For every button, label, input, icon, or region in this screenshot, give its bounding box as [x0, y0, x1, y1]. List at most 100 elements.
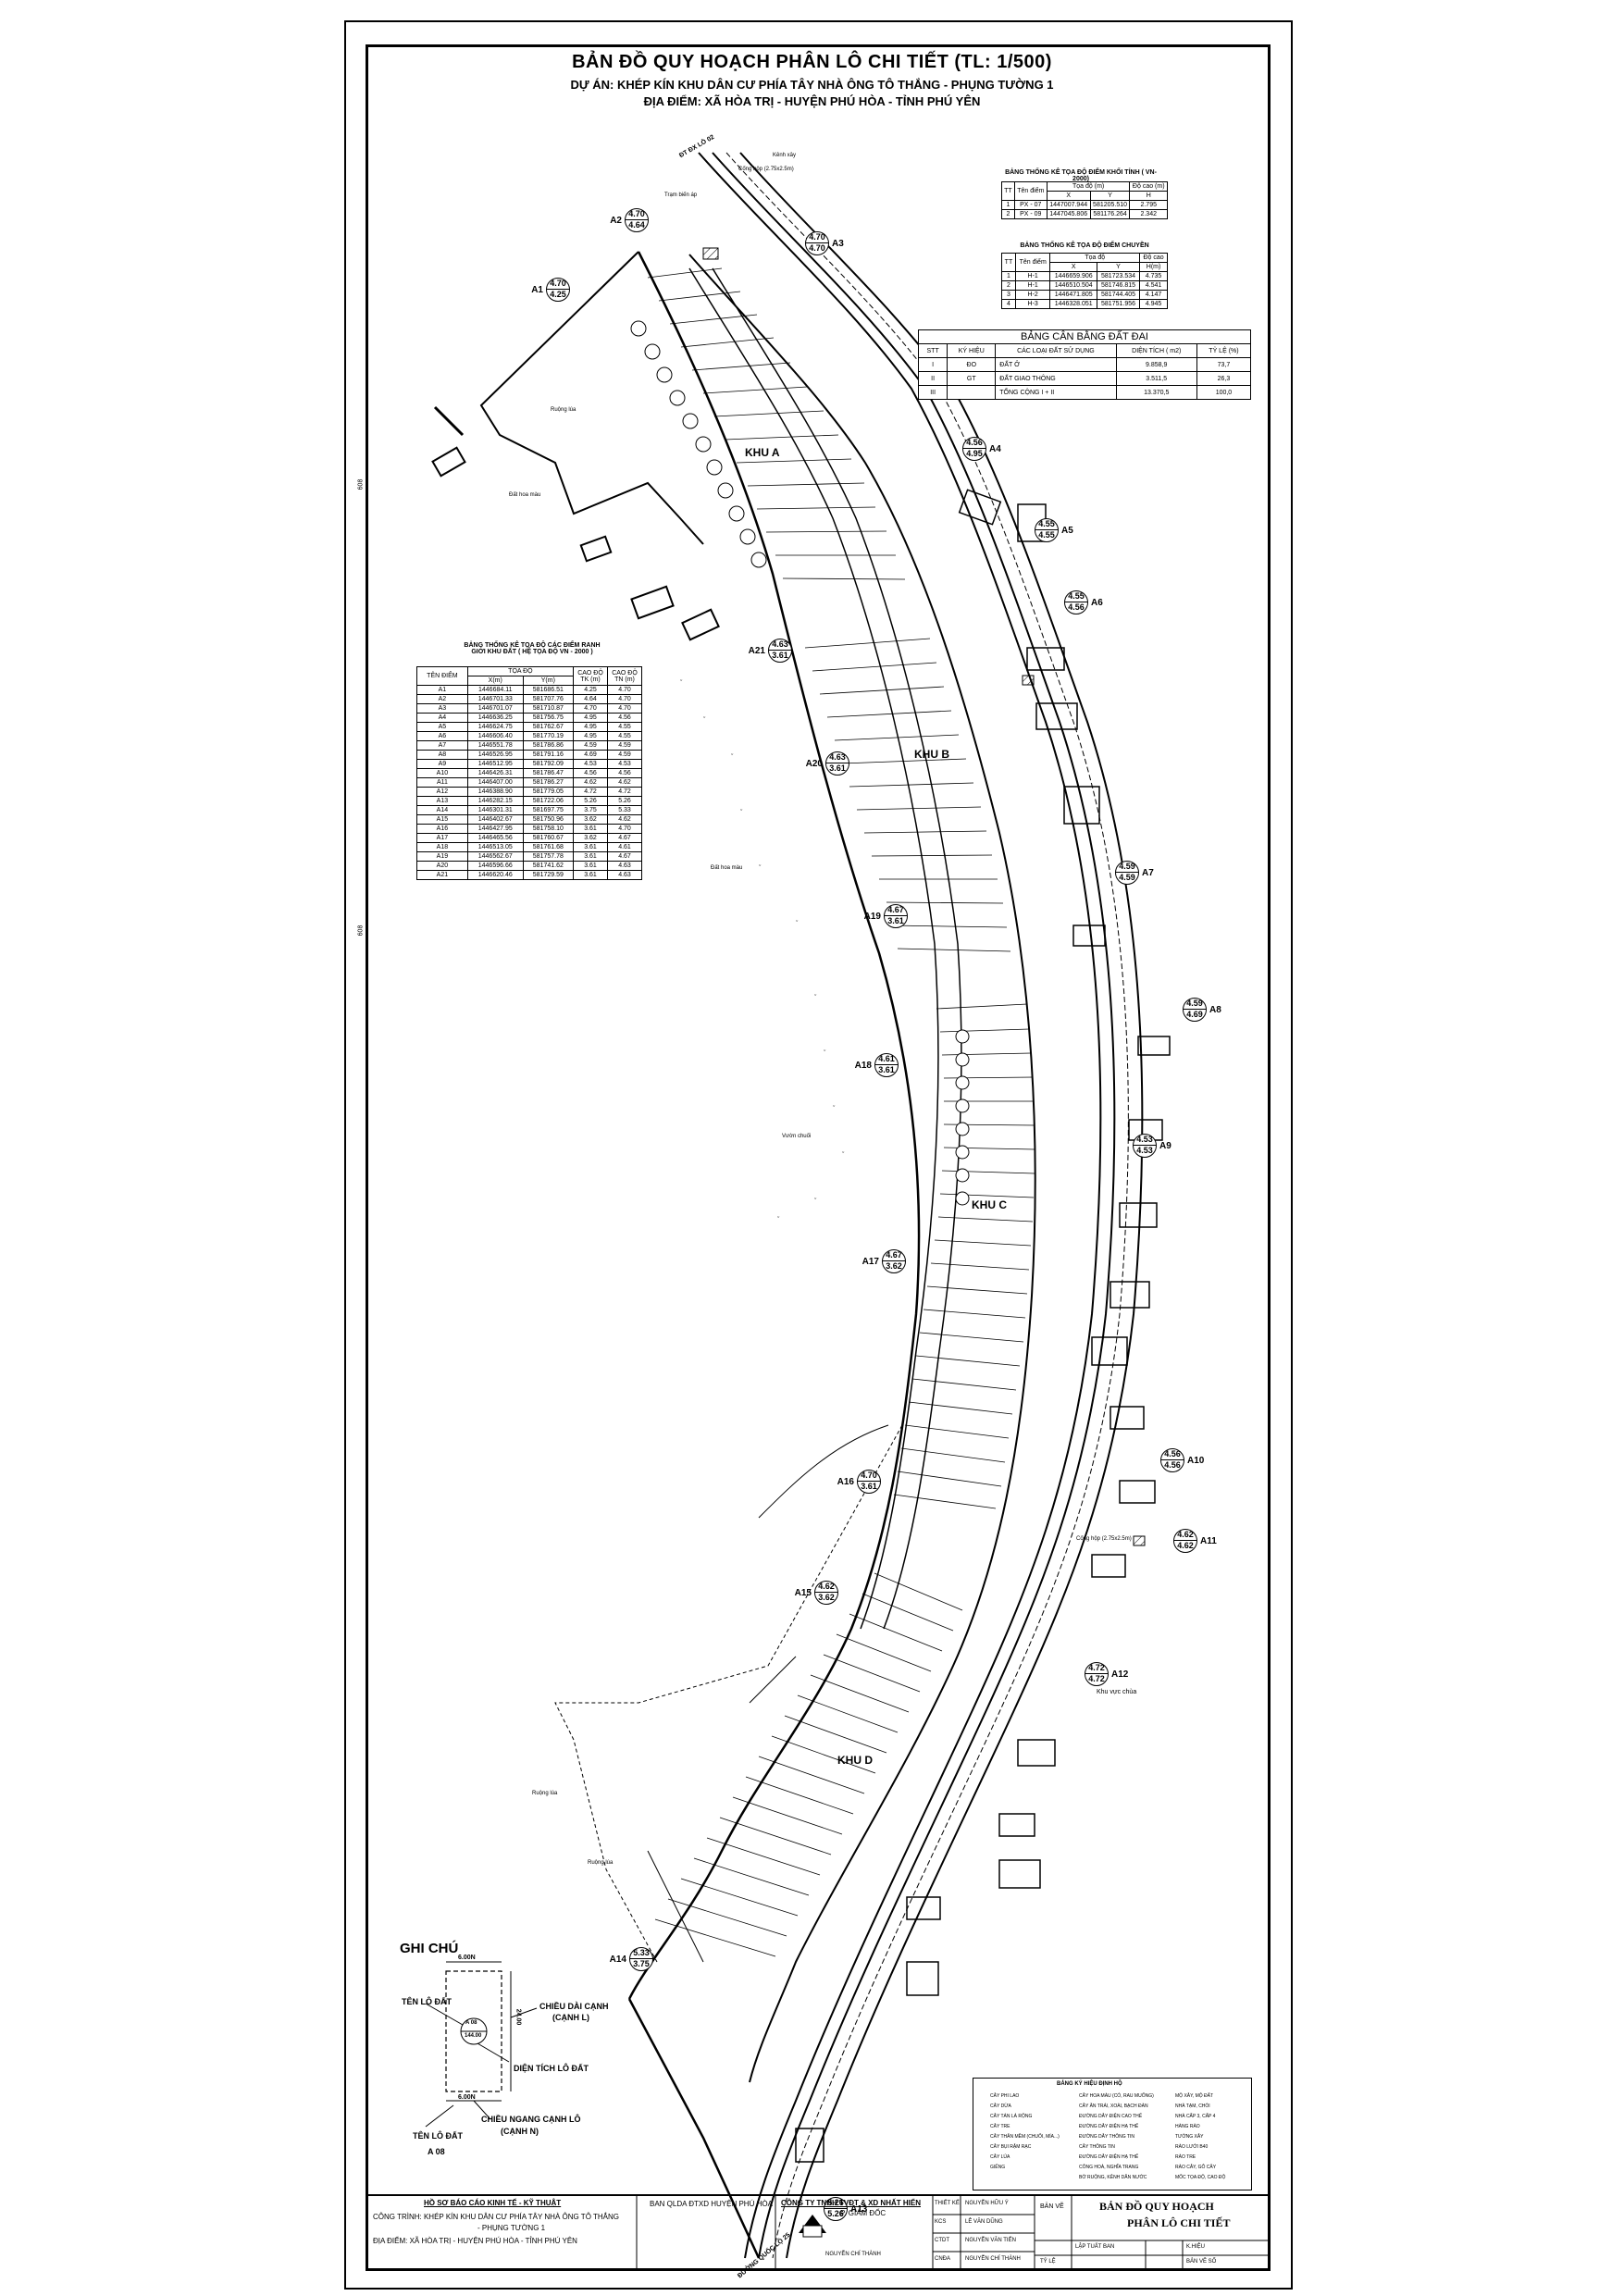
th-name: Tên điểm: [1013, 181, 1048, 201]
table-cell: 581791.16: [522, 750, 575, 760]
table-cell: 581761.68: [522, 842, 575, 852]
point-top-elev: 4.63: [826, 752, 849, 763]
point-top-elev: 4.62: [1174, 1530, 1196, 1541]
svg-text:ˇ: ˇ: [796, 921, 799, 927]
legend-short-side: CHIỀU NGANG CẠNH LÔ: [481, 2115, 581, 2124]
symbol-item: BỜ RUỘNG, KÊNH DẪN NƯỚC: [1079, 2175, 1147, 2180]
legend-sample-side: 24.00: [514, 2008, 522, 2026]
table-cell: 4.541: [1139, 280, 1168, 291]
point-bottom-elev: 4.64: [628, 220, 645, 230]
table-cell: 581786.47: [522, 768, 575, 778]
coord-table: TÊN ĐIỂM TỌA ĐỘ CAO ĐỘ TK (m) CAO ĐỘ TN …: [416, 666, 642, 880]
table-cell: 1447045.806: [1046, 209, 1091, 219]
symbol-item: MỐC TỌA ĐỘ, CAO ĐỘ: [1175, 2175, 1226, 2180]
lot-lines-khu-b: [804, 638, 1011, 952]
main-road: [698, 152, 1144, 2259]
zone-label-a: KHU A: [745, 446, 780, 459]
point-id-label: A2: [610, 216, 622, 226]
table-cell: 1446282.15: [466, 796, 524, 806]
coord-th-xy: TỌA ĐỘ: [466, 666, 575, 676]
table-cell: 581760.67: [522, 833, 575, 843]
table-cell: 4.72: [607, 787, 642, 797]
table-cell: 2: [1001, 209, 1015, 219]
th-x2: X: [1049, 262, 1097, 272]
zone-label-b: KHU B: [914, 748, 949, 761]
east-houses: [795, 489, 1171, 2163]
table-cell: 4.55: [607, 731, 642, 741]
coord-table-caption: BẢNG THỐNG KÊ TỌA ĐỘ CÁC ĐIỂM RANH GIỚI …: [464, 642, 601, 655]
fixed-point-table: TT Tên điểm Tọa độ (m) Độ cao (m) X Y H …: [1001, 181, 1168, 219]
symbol-item: CÂY DỪA: [990, 2104, 1011, 2109]
legend-area: DIỆN TÍCH LÔ ĐẤT: [514, 2064, 589, 2073]
table-cell: 1446526.95: [466, 750, 524, 760]
symbol-item: CÂY ĂN TRÁI, XOÀI, BẠCH ĐÀN: [1079, 2104, 1148, 2109]
table-cell: 1446402.67: [466, 814, 524, 825]
th-y2: Y: [1096, 262, 1141, 272]
point-id-label: A19: [863, 912, 881, 922]
point-bottom-elev: 4.72: [1088, 1674, 1105, 1683]
legend-lot-name-2: TÊN LÔ ĐẤT: [413, 2131, 463, 2141]
site-boundary-east: [688, 254, 1036, 2083]
svg-text:ˇ: ˇ: [731, 754, 734, 761]
west-parcel: [431, 251, 720, 641]
table-cell: 4.67: [607, 833, 642, 843]
table-cell: 1446562.67: [466, 851, 524, 862]
symbol-item: CÂY BỤI RẬM RẠC: [990, 2144, 1032, 2150]
point-bottom-elev: 4.70: [809, 243, 825, 253]
vegetation-marks: ˇˇˇ ˇˇˇ ˇˇˇ ˇˇˇ: [680, 680, 845, 1223]
table-cell: A5: [416, 722, 468, 732]
table-cell: 13.370,5: [1115, 385, 1197, 400]
th-h2: H(m): [1139, 262, 1168, 272]
tb-role-1: THIẾT KẾ: [935, 2201, 960, 2206]
table-cell: H-1: [1014, 280, 1051, 291]
title-block: HỒ SƠ BÁO CÁO KINH TẾ - KỸ THUẬT CÔNG TR…: [368, 2194, 1268, 2270]
table-cell: 4.56: [607, 713, 642, 723]
tb-company: CÔNG TY TNHH TVĐT & XD NHẤT HIỂN: [781, 2199, 921, 2207]
point-id-label: A17: [862, 1257, 879, 1267]
table-cell: 3.61: [573, 842, 608, 852]
table-cell: 3.61: [573, 861, 608, 871]
point-top-elev: 4.70: [858, 1471, 880, 1482]
table-cell: 1446471.805: [1049, 290, 1097, 300]
table-cell: 4.61: [607, 842, 642, 852]
rice-label-1: Ruộng lúa: [551, 407, 576, 413]
coord-th-y: Y(m): [522, 676, 575, 686]
coord-th-tk: CAO ĐỘ TK (m): [573, 666, 608, 686]
table-cell: 9.858,9: [1115, 357, 1197, 372]
point-top-elev: 4.61: [875, 1054, 898, 1065]
table-cell: 4.62: [607, 814, 642, 825]
symbol-item: NHÀ TẠM, CHÒI: [1175, 2104, 1210, 2109]
tb-work: CÔNG TRÌNH: KHÉP KÍN KHU DÂN CƯ PHÍA TÂY…: [373, 2213, 619, 2221]
table-cell: A18: [416, 842, 468, 852]
symbol-table-title: BẢNG KÝ HIỆU ĐỊNH HỘ: [1057, 2081, 1122, 2087]
table-cell: 4.64: [573, 694, 608, 704]
table-cell: 1447007.944: [1046, 200, 1091, 210]
table-cell: 4.95: [573, 713, 608, 723]
table-cell: A10: [416, 768, 468, 778]
table-cell: 1446551.78: [466, 740, 524, 751]
point-top-elev: 4.67: [883, 1250, 905, 1261]
point-bottom-elev: 4.55: [1038, 530, 1055, 540]
coord-th-name: TÊN ĐIỂM: [416, 666, 468, 686]
point-id-label: A10: [1187, 1456, 1205, 1466]
tb-sheet-label: BẢN VẼ: [1040, 2203, 1064, 2210]
table-cell: H-3: [1014, 299, 1051, 309]
table-cell: A12: [416, 787, 468, 797]
point-id-label: A11: [1200, 1536, 1217, 1546]
table-cell: 3.61: [573, 870, 608, 880]
tomb-label: Khu vực chùa: [1097, 1689, 1137, 1695]
table-cell: A3: [416, 703, 468, 714]
legend-sample-lot: A 08: [428, 2147, 445, 2156]
table-cell: 1446407.00: [466, 777, 524, 788]
